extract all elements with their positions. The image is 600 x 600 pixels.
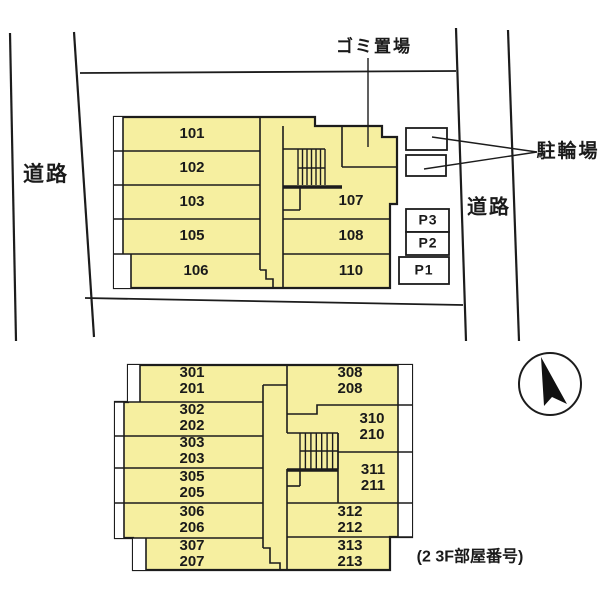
- room-label-105: 105: [179, 227, 205, 245]
- parking-label-p3: P3: [418, 211, 438, 228]
- room-number-upper: 303: [179, 434, 205, 451]
- room-number-lower: 205: [179, 484, 205, 501]
- room-number-lower: 203: [179, 450, 205, 467]
- parking-box-p1: [398, 256, 450, 285]
- room-number-upper: 313: [337, 537, 363, 554]
- site-boundary-top: [79, 70, 457, 74]
- room-number-lower: 207: [179, 553, 205, 570]
- room-number-lower: 202: [179, 417, 205, 434]
- room-label-102: 102: [179, 159, 205, 177]
- building-1f: [112, 115, 399, 290]
- room-number-upper: 311: [360, 461, 386, 478]
- room-number-upper: 306: [179, 503, 205, 520]
- room-number-upper: 308: [337, 364, 363, 381]
- parking-space-boxes: [398, 208, 450, 285]
- balcony-strip-left-2f: [115, 402, 124, 538]
- room-number-lower: 212: [337, 519, 363, 536]
- building-2f3f-inner-lines: [115, 365, 412, 570]
- floor-caption: (2 3F部屋番号): [416, 548, 524, 566]
- room-label-106: 106: [183, 262, 209, 280]
- room-number-lower: 208: [337, 380, 363, 397]
- bicycle-box-1: [405, 127, 448, 151]
- parking-box-p2: [405, 231, 450, 256]
- room-number-upper: 302: [179, 401, 205, 418]
- room-number-lower: 211: [360, 477, 386, 494]
- entrance-recess-1f: [114, 254, 131, 288]
- balcony-strip-topleft-2f: [128, 365, 140, 402]
- leader-lines: [367, 58, 538, 170]
- garbage-area-label: ゴミ置場: [336, 36, 412, 56]
- road-lines: [8, 27, 521, 342]
- balcony-strip-bottomleft-2f: [133, 538, 146, 570]
- bicycle-parking-label: 駐輪場: [536, 140, 600, 162]
- left-road-inner-line: [72, 31, 96, 338]
- parking-label-p2: P2: [418, 234, 438, 251]
- building-2f3f: [113, 363, 414, 572]
- room-label-108: 108: [338, 227, 364, 245]
- staircase-2f: [287, 432, 339, 472]
- room-number-lower: 206: [179, 519, 205, 536]
- room-number-lower: 201: [179, 380, 205, 397]
- road-label-right: 道路: [467, 196, 511, 219]
- north-arrow-icon: [518, 352, 582, 416]
- site-boundary-bottom: [84, 297, 464, 306]
- right-road-inner-line: [454, 27, 468, 342]
- room-label-101: 101: [179, 125, 205, 143]
- building-1f-outline: [112, 115, 399, 290]
- staircase-1f: [283, 148, 342, 189]
- right-road-outer-line: [506, 29, 521, 342]
- room-number-upper: 310: [359, 410, 385, 427]
- bicycle-box-2: [405, 154, 447, 177]
- room-label-103: 103: [179, 193, 205, 211]
- room-label-107: 107: [338, 192, 364, 210]
- room-number-lower: 213: [337, 553, 363, 570]
- left-road-outer-line: [8, 32, 18, 342]
- room-number-upper: 301: [179, 364, 205, 381]
- room-label-110: 110: [338, 262, 364, 280]
- room-number-lower: 210: [359, 426, 385, 443]
- site-boundary: [79, 70, 464, 306]
- road-label-left: 道路: [23, 162, 69, 186]
- parking-label-p1: P1: [414, 261, 434, 278]
- building-1f-inner-lines: [114, 117, 397, 288]
- bicycle-leader-line-1: [431, 136, 538, 153]
- room-number-upper: 312: [337, 503, 363, 520]
- balcony-strip-right-2f: [398, 365, 412, 537]
- room-number-upper: 307: [179, 537, 205, 554]
- bicycle-leader-line-2: [423, 151, 538, 170]
- room-number-upper: 305: [179, 468, 205, 485]
